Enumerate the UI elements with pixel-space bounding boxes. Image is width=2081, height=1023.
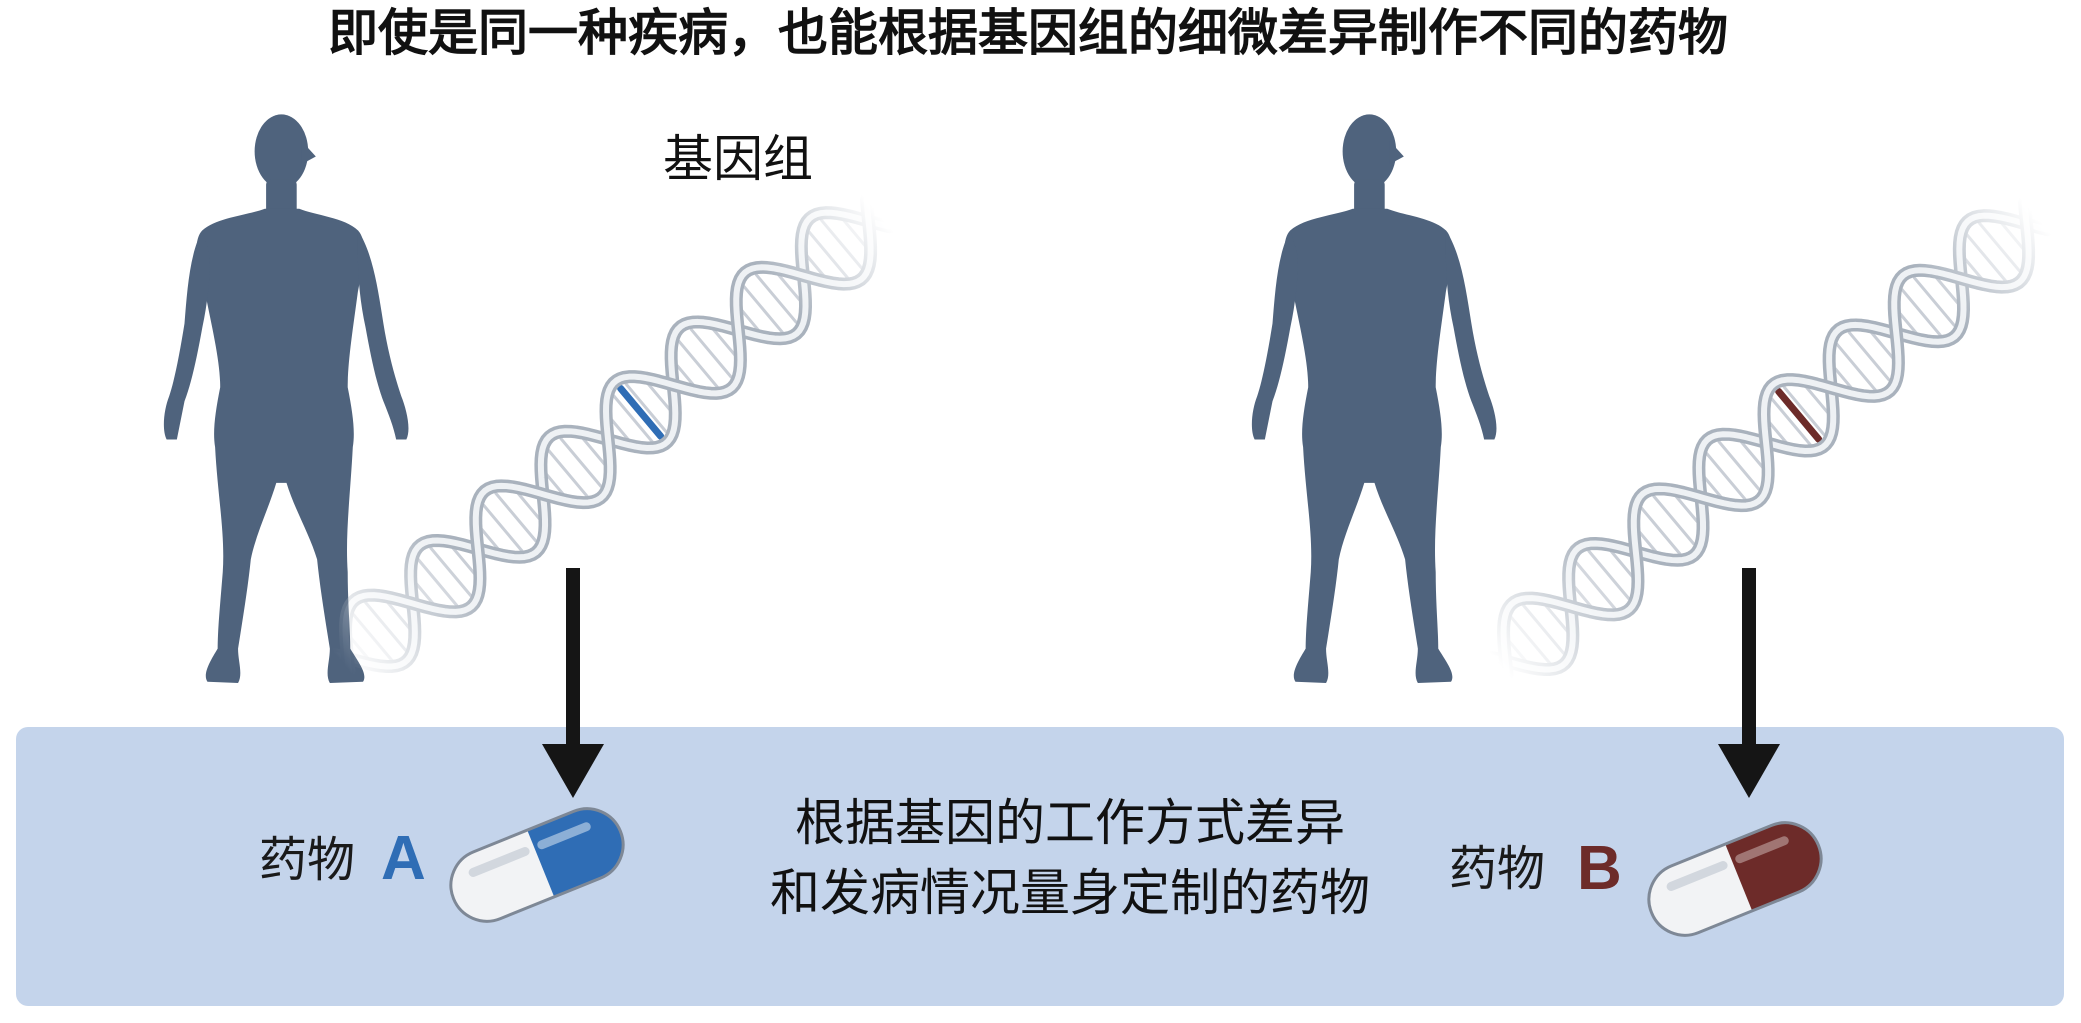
dna-rung xyxy=(1654,496,1694,543)
dna-rung xyxy=(418,560,456,606)
dna-rung xyxy=(679,341,717,387)
dna-rung xyxy=(1707,453,1745,499)
drug-b-label: 药物 xyxy=(1449,838,1545,900)
dna-rung xyxy=(1524,606,1564,653)
capsule-a-icon xyxy=(427,790,647,940)
dna-strand xyxy=(316,182,904,693)
arrow-shaft xyxy=(1742,568,1756,748)
human-nose xyxy=(302,141,316,164)
arrow-shaft xyxy=(566,568,580,748)
dna-rung xyxy=(756,275,796,322)
human-head xyxy=(255,114,309,188)
human-silhouette-icon xyxy=(1247,113,1502,687)
dna-helix-body xyxy=(316,182,904,693)
dna-rung xyxy=(366,603,406,650)
dna-rung xyxy=(691,329,731,376)
dna-rung xyxy=(1979,223,2019,270)
panel-note: 根据基因的工作方式差异 和发病情况量身定制的药物 xyxy=(720,788,1420,928)
human-figure xyxy=(1252,114,1497,683)
dna-rung xyxy=(353,614,391,660)
human-head xyxy=(1343,114,1397,188)
human-left-arm xyxy=(164,230,210,439)
dna-rung xyxy=(1511,617,1549,663)
dna-rung xyxy=(561,439,601,486)
dna-rung xyxy=(744,287,782,333)
dna-rung xyxy=(821,220,861,267)
dna-rung xyxy=(1589,551,1629,598)
drug-b-letter: B xyxy=(1577,838,1622,900)
human-nose xyxy=(1390,141,1404,164)
dna-rung xyxy=(626,384,666,431)
capsule-b-icon xyxy=(1625,804,1845,954)
dna-rung xyxy=(431,548,471,595)
human-left-arm xyxy=(1252,230,1298,439)
drug-a-label: 药物 xyxy=(259,829,355,891)
human-body xyxy=(1285,209,1453,683)
dna-rung xyxy=(1914,278,1954,325)
dna-rung xyxy=(1967,235,2005,281)
dna-rung xyxy=(496,493,536,540)
dna-rung xyxy=(1576,563,1614,609)
panel-note-line: 和发病情况量身定制的药物 xyxy=(720,858,1420,928)
drug-a-letter: A xyxy=(381,828,426,890)
down-arrow-icon xyxy=(538,568,608,800)
page-title: 即使是同一种疾病，也能根据基因组的细微差异制作不同的药物 xyxy=(0,2,2056,64)
dna-rung xyxy=(809,232,847,278)
capsule-shape xyxy=(440,798,634,932)
dna-rung xyxy=(484,505,522,551)
panel-note-line: 根据基因的工作方式差异 xyxy=(720,788,1420,858)
dna-rung xyxy=(1642,508,1680,554)
dna-rung xyxy=(1837,344,1875,390)
dna-rung xyxy=(1849,332,1889,379)
down-arrow-icon xyxy=(1714,568,1784,800)
dna-rung xyxy=(549,450,587,496)
dna-helix-icon xyxy=(310,168,910,708)
capsule-shape xyxy=(1638,812,1832,946)
dna-rung xyxy=(1784,387,1824,434)
dna-rung xyxy=(1719,442,1759,489)
dna-rung xyxy=(1902,290,1940,336)
arrow-head xyxy=(1718,744,1780,798)
